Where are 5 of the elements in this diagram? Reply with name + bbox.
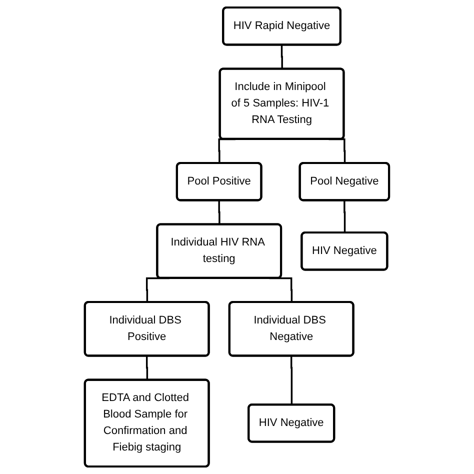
connector	[290, 355, 293, 405]
connector	[280, 44, 283, 70]
connector	[344, 200, 346, 233]
connector	[218, 200, 220, 225]
connector	[146, 355, 148, 380]
